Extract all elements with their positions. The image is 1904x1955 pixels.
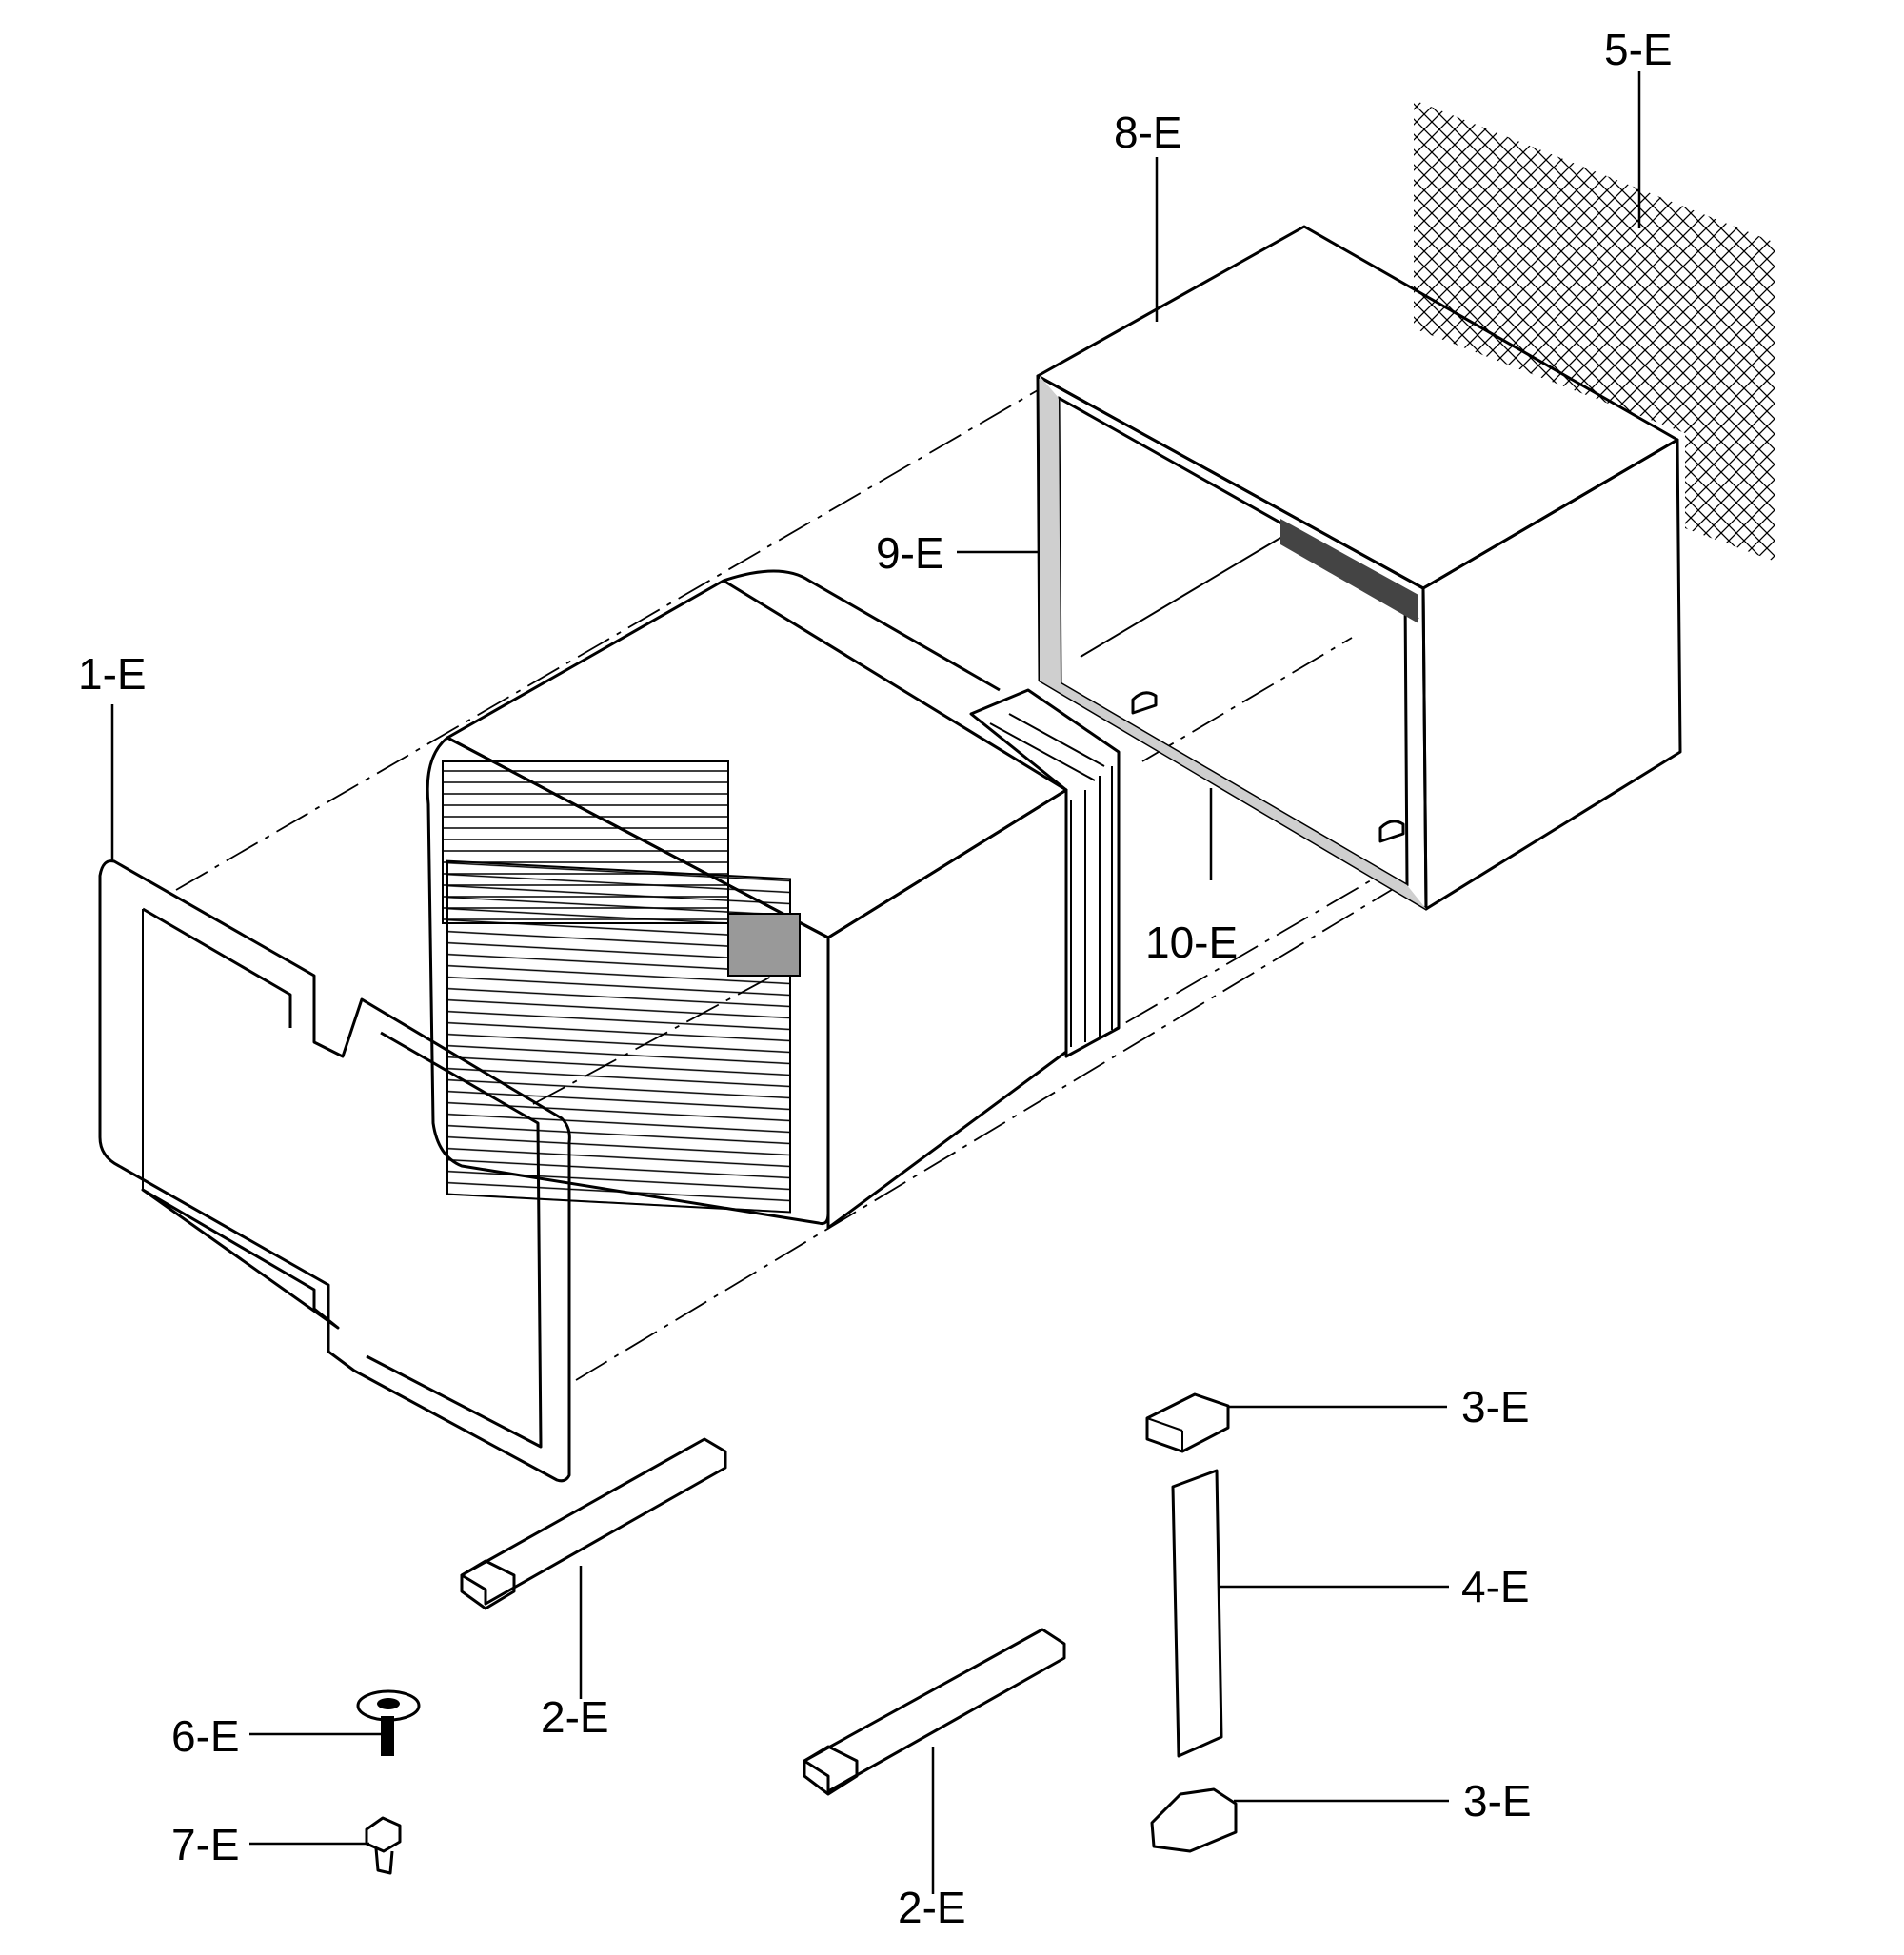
callout-9e: 9-E [876, 528, 944, 578]
callout-10e: 10-E [1145, 918, 1238, 967]
corner-cap-top [1145, 1392, 1230, 1453]
callout-5e: 5-E [1604, 25, 1673, 74]
wall-sleeve-cabinet [1036, 225, 1682, 911]
callout-2e-lower: 2-E [898, 1883, 966, 1932]
side-bar [1171, 1469, 1223, 1758]
callout-2e-upper: 2-E [541, 1692, 609, 1742]
air-conditioner-chassis [426, 569, 1121, 1230]
callout-labels: 1-E 2-E 2-E 3-E 3-E 4-E 5-E 6-E 7-E 8-E … [78, 25, 1673, 1932]
curtain-frame [98, 859, 571, 1483]
callout-7e: 7-E [171, 1820, 240, 1869]
screw-6e [356, 1689, 421, 1756]
corner-cap-bottom [1150, 1787, 1238, 1853]
leader-lines [110, 71, 1641, 1894]
front-grille [442, 760, 791, 1214]
callout-3e-bottom: 3-E [1463, 1776, 1532, 1826]
callout-1e: 1-E [78, 649, 147, 699]
rear-coil [969, 688, 1121, 1058]
callout-3e-top: 3-E [1461, 1382, 1530, 1432]
callout-6e: 6-E [171, 1711, 240, 1761]
side-panel-upper [460, 1437, 727, 1610]
clip-7e [365, 1816, 402, 1875]
callout-8e: 8-E [1114, 108, 1182, 157]
side-panel-lower [803, 1628, 1066, 1796]
callout-4e: 4-E [1461, 1562, 1530, 1611]
screen-mesh [1414, 100, 1775, 562]
